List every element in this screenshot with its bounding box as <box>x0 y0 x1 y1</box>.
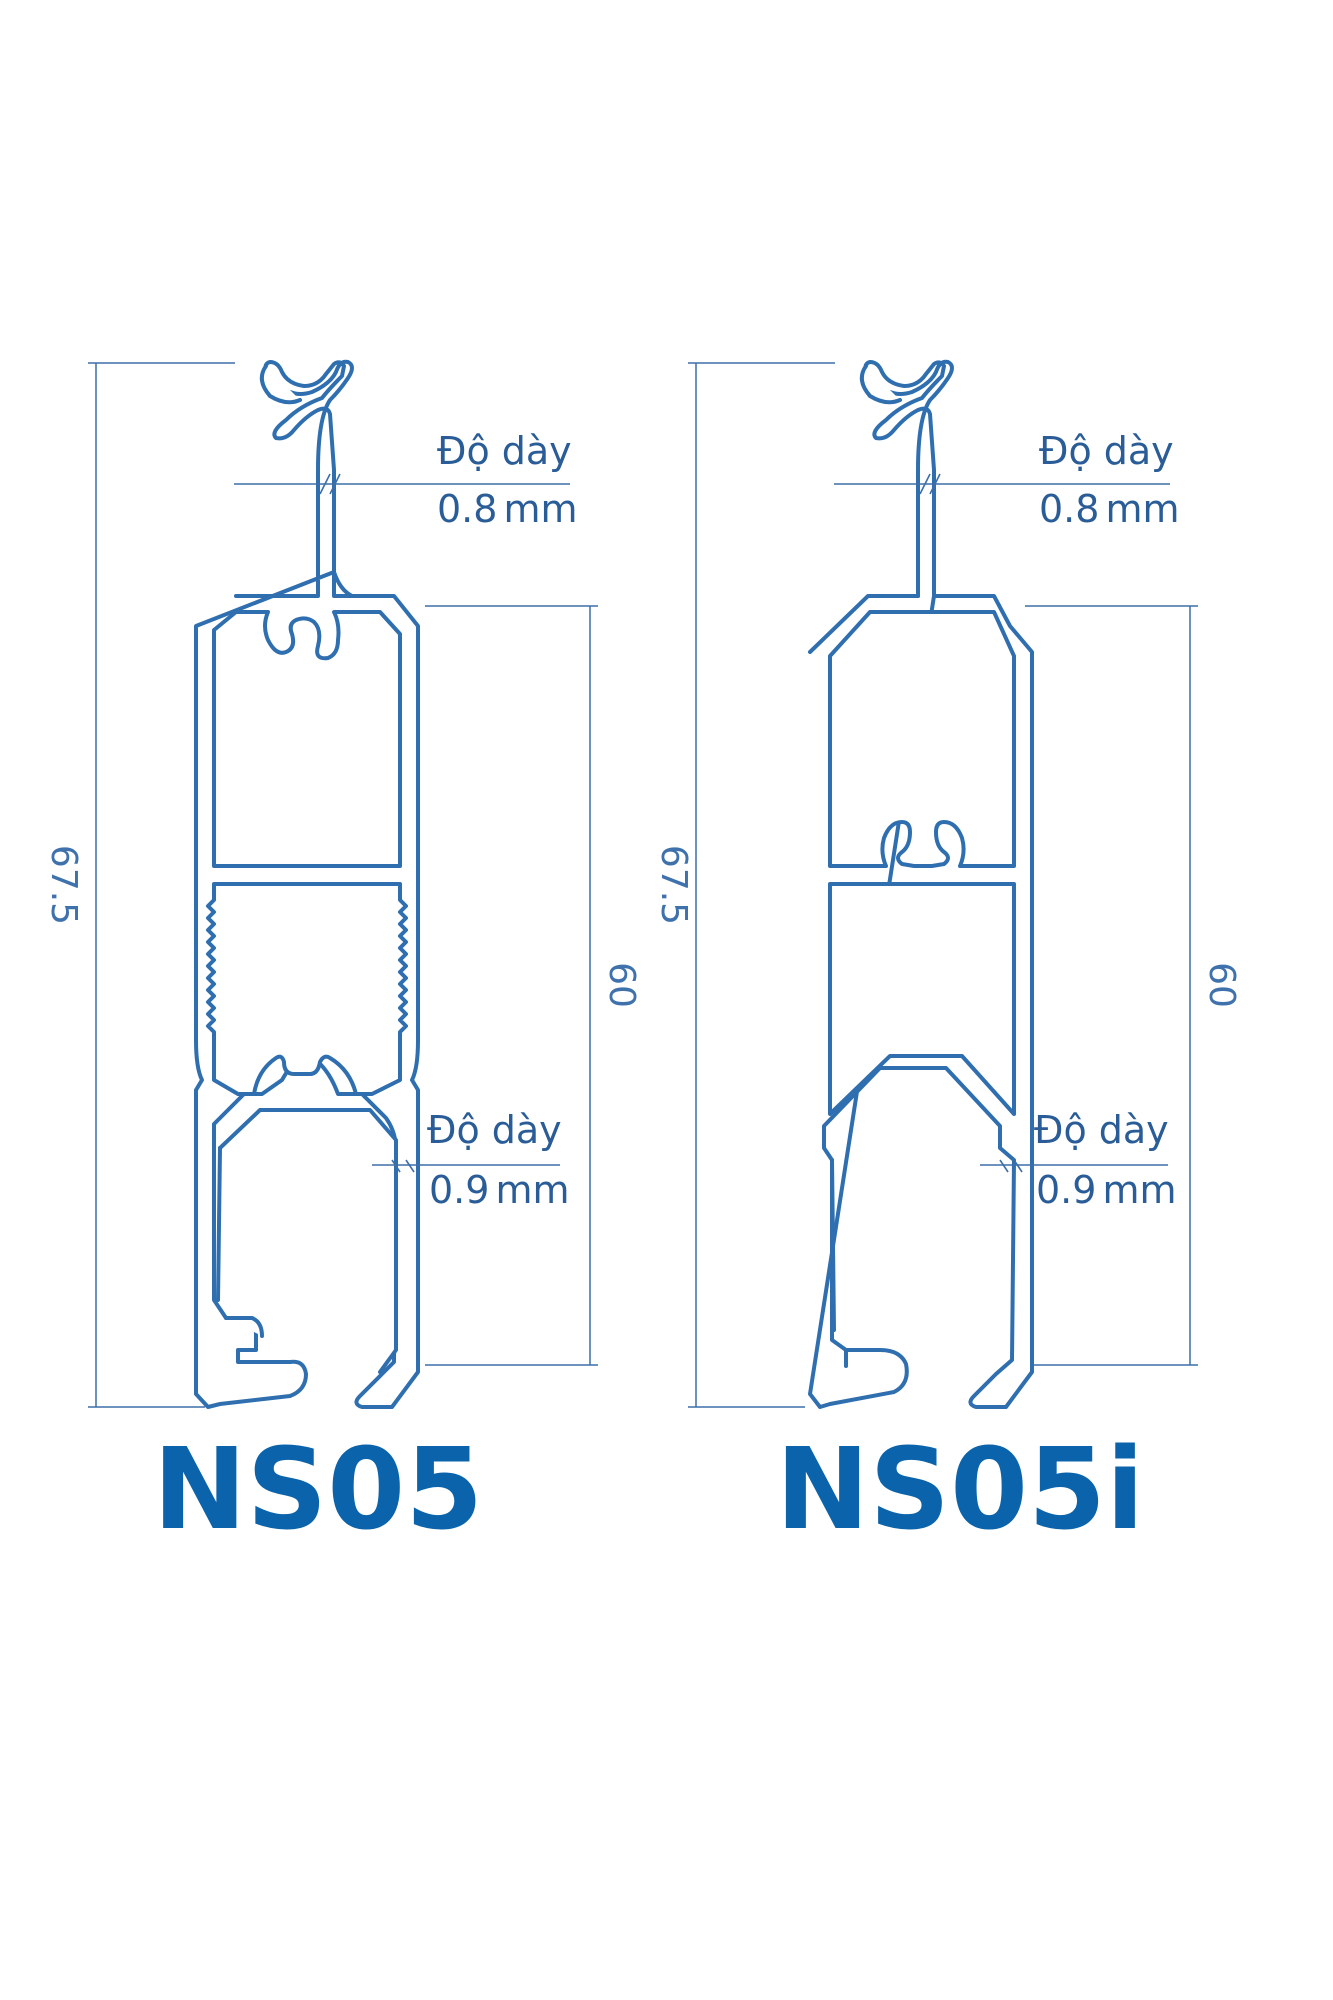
model-name-ns05i: NS05i <box>776 1425 1145 1555</box>
top-hook-loop-ns05i <box>859 364 902 405</box>
overall-height-dimension-ns05: 67.5 <box>43 362 235 1408</box>
middle-chamber-ns05i <box>828 882 1016 1116</box>
lower-chamber-ns05i <box>830 1158 848 1368</box>
top-hook-ns05i <box>863 359 954 598</box>
bottom-thickness-label-ns05i: Độ dày <box>1034 1108 1169 1152</box>
overall-height-dimension-ns05i: 67.5 <box>653 362 835 1408</box>
top-hook-ns05 <box>263 359 364 602</box>
bottom-thickness-label-ns05: Độ dày <box>427 1108 562 1152</box>
body-height-label-ns05: 60 <box>601 962 642 1008</box>
upper-chamber-ns05i <box>828 610 1016 868</box>
lower-chamber-ns05 <box>218 1108 398 1374</box>
middle-chamber-ns05 <box>206 882 408 1096</box>
body-height-dimension-ns05i: 60 <box>1025 605 1242 1366</box>
top-hook-loop-ns05 <box>259 364 302 405</box>
overall-height-label-ns05i: 67.5 <box>653 845 694 925</box>
body-height-dimension-ns05: 60 <box>425 605 642 1366</box>
model-name-ns05: NS05 <box>153 1425 483 1555</box>
overall-height-label-ns05: 67.5 <box>43 845 84 925</box>
body-height-label-ns05i: 60 <box>1201 962 1242 1008</box>
top-thickness-label-ns05i: Độ dày <box>1039 429 1174 473</box>
bottom-hook-ns05 <box>216 1146 264 1338</box>
top-thickness-label-ns05: Độ dày <box>437 429 572 473</box>
upper-chamber-ns05 <box>212 610 402 868</box>
